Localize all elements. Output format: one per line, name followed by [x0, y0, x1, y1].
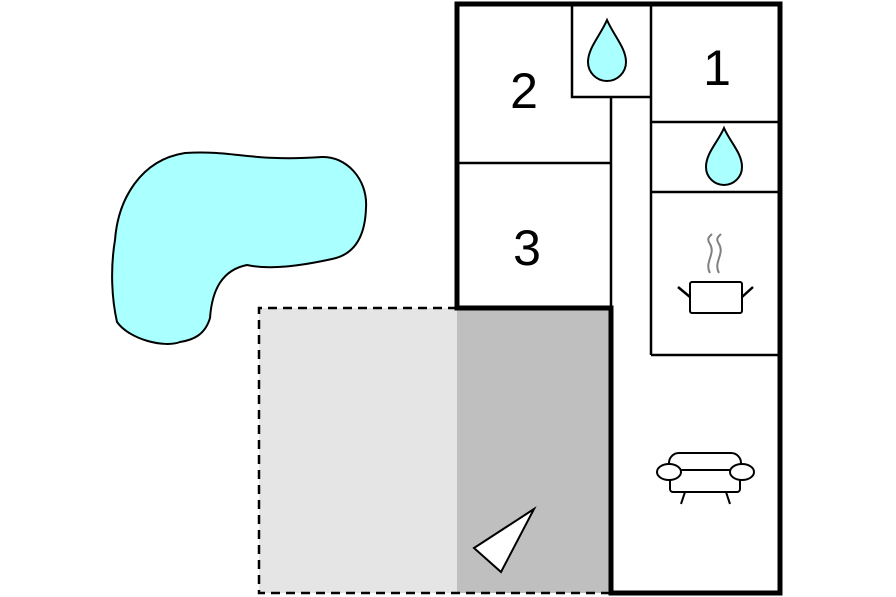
- terrace-outline: [257, 306, 610, 595]
- water-drop-icon: [704, 125, 744, 186]
- room-number-1: 1: [703, 40, 731, 96]
- house-outer-walls: [454, 1, 783, 596]
- entrance-arrow-icon: [472, 506, 537, 574]
- cooking-pot-icon: [677, 233, 754, 314]
- terrace: [259, 308, 459, 593]
- pond: [111, 151, 368, 345]
- interior-walls: [457, 4, 780, 357]
- water-drop-icon: [586, 17, 628, 82]
- room-number-2: 2: [510, 63, 538, 119]
- room-number-3: 3: [513, 220, 541, 276]
- sofa-icon: [656, 452, 755, 505]
